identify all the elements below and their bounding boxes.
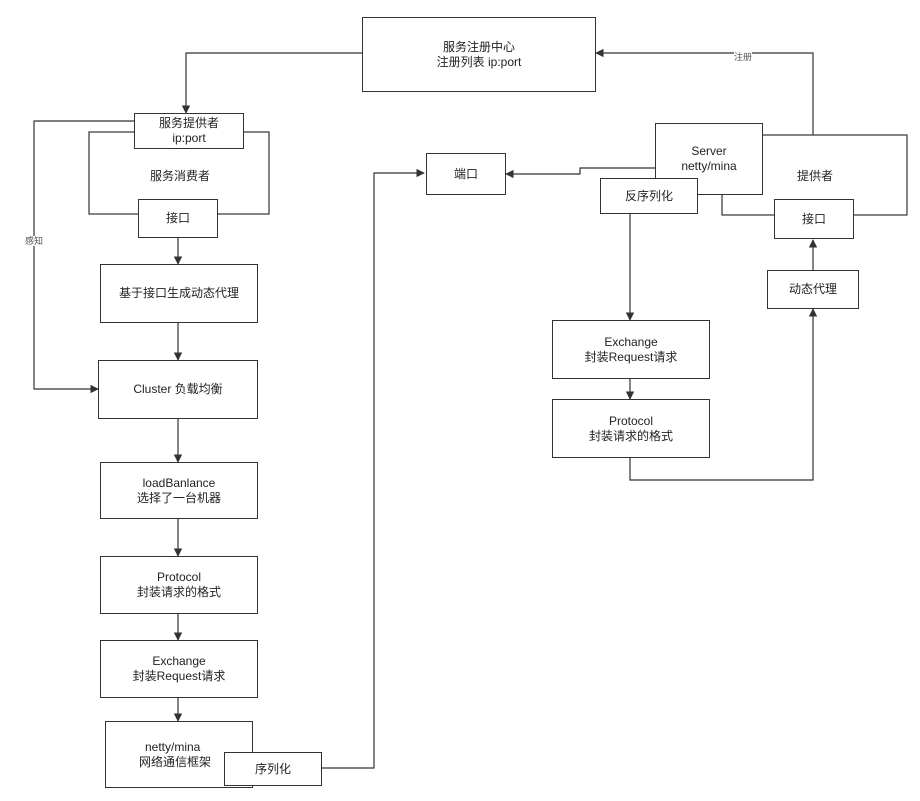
- transport-title: netty/mina: [145, 739, 201, 754]
- register-label: 注册: [734, 52, 753, 62]
- consumer-interface-label: 接口: [165, 211, 190, 225]
- sense-arrow: [33, 120, 134, 394]
- port-box: 端口: [426, 153, 506, 195]
- provider-exchange-title: Exchange: [604, 334, 658, 349]
- consumer-interface-box: 接口: [138, 199, 218, 238]
- cluster-box: Cluster 负载均衡: [98, 360, 258, 419]
- consumer-exchange-desc: 封装Request请求: [132, 669, 226, 683]
- registry-list: 注册列表 ip:port: [436, 54, 522, 69]
- serialize-box: 序列化: [224, 752, 322, 786]
- registry-title: 服务注册中心: [442, 39, 515, 54]
- provider-protocol-box: Protocol 封装请求的格式: [552, 399, 710, 458]
- provider-exchange-desc: 封装Request请求: [584, 349, 678, 364]
- provider-proxy-box: 动态代理: [767, 270, 859, 309]
- registry-to-provider-list-arrow: [181, 52, 362, 114]
- server-title: Server: [691, 144, 727, 158]
- transport-desc: 网络通信框架: [139, 754, 212, 769]
- provider-interface-box: 接口: [774, 199, 854, 239]
- port-label: 端口: [453, 166, 478, 181]
- dynamic-proxy-label: 基于接口生成动态代理: [118, 286, 239, 300]
- loadbalance-box: loadBanlance 选择了一台机器: [100, 462, 258, 519]
- consumer-protocol-desc: 封装请求的格式: [136, 585, 221, 599]
- protocol-to-proxy-arrow: [629, 308, 818, 481]
- register-arrow: [595, 48, 814, 135]
- provider-protocol-title: Protocol: [608, 413, 654, 428]
- deserialize-label: 反序列化: [624, 188, 673, 203]
- cluster-label: Cluster 负载均衡: [133, 382, 223, 396]
- registry-center-box: 服务注册中心 注册列表 ip:port: [362, 17, 596, 92]
- provider-interface-label: 接口: [801, 211, 826, 226]
- provider-title: 提供者: [796, 169, 833, 183]
- serialize-label: 序列化: [254, 761, 291, 776]
- consumer-title: 服务消费者: [149, 169, 210, 183]
- service-provider-list-box: 服务提供者 ip:port: [134, 113, 244, 149]
- consumer-exchange-box: Exchange 封装Request请求: [100, 640, 258, 698]
- loadbalance-title: loadBanlance: [142, 475, 216, 490]
- consumer-exchange-title: Exchange: [152, 654, 206, 668]
- provider-list-title: 服务提供者: [158, 116, 219, 130]
- consumer-protocol-title: Protocol: [156, 570, 202, 584]
- deserialize-box: 反序列化: [600, 178, 698, 214]
- sense-label: 感知: [25, 236, 44, 246]
- provider-exchange-box: Exchange 封装Request请求: [552, 320, 710, 379]
- serialize-to-port-arrow: [322, 168, 425, 769]
- server-to-port-arrow: [505, 167, 655, 179]
- dynamic-proxy-box: 基于接口生成动态代理: [100, 264, 258, 323]
- provider-proxy-label: 动态代理: [788, 282, 837, 296]
- provider-protocol-desc: 封装请求的格式: [588, 428, 673, 443]
- loadbalance-desc: 选择了一台机器: [136, 490, 221, 505]
- provider-list-address: ip:port: [172, 131, 206, 145]
- server-framework: netty/mina: [681, 159, 737, 173]
- consumer-protocol-box: Protocol 封装请求的格式: [100, 556, 258, 614]
